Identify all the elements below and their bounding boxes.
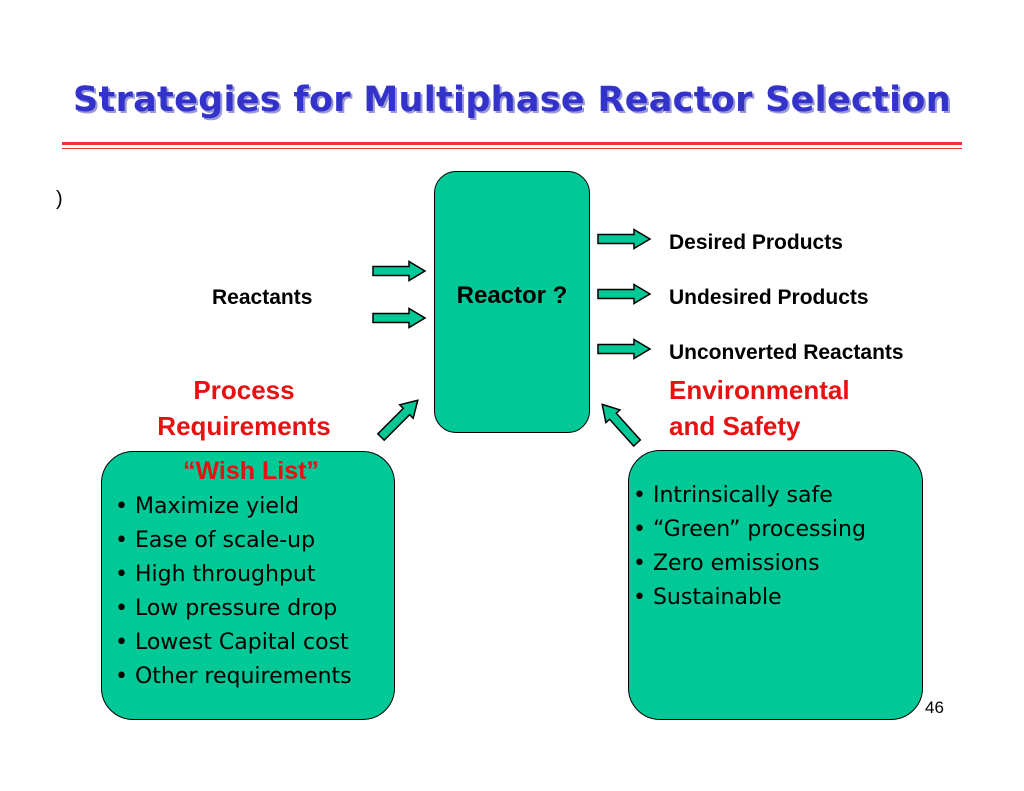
arrow-right-icon — [372, 307, 426, 329]
list-item: • High throughput — [115, 562, 316, 587]
arrow-diagonal-icon — [594, 397, 645, 451]
environment-heading: Environmental and Safety — [669, 372, 850, 444]
reactor-box — [434, 171, 590, 433]
environment-safety-list: • Intrinsically safe • “Green” processin… — [633, 479, 866, 615]
list-item: • Ease of scale-up — [115, 528, 316, 553]
list-item: • Sustainable — [633, 585, 782, 610]
list-item: • “Green” processing — [633, 517, 866, 542]
output-undesired-products: Undesired Products — [669, 286, 869, 309]
environment-heading-line2: and Safety — [669, 411, 801, 441]
output-unconverted-reactants: Unconverted Reactants — [669, 341, 904, 364]
process-requirements-list: • Maximize yield • Ease of scale-up • Hi… — [115, 490, 352, 694]
process-heading: Process Requirements — [134, 372, 354, 444]
reactants-label: Reactants — [212, 286, 313, 309]
arrow-right-icon — [372, 260, 426, 282]
list-item: • Low pressure drop — [115, 596, 338, 621]
arrow-right-icon — [597, 338, 651, 360]
page-number: 46 — [925, 698, 944, 717]
reactor-label: Reactor ? — [456, 282, 568, 309]
process-heading-line1: Process — [193, 375, 295, 405]
arrow-right-icon — [597, 283, 651, 305]
list-item: • Lowest Capital cost — [115, 630, 349, 655]
list-item: • Intrinsically safe — [633, 483, 833, 508]
arrow-right-icon — [597, 228, 651, 250]
arrow-diagonal-icon — [373, 392, 426, 445]
environment-safety-box: • Intrinsically safe • “Green” processin… — [628, 450, 923, 720]
process-heading-line2: Requirements — [157, 411, 331, 441]
list-item: • Maximize yield — [115, 494, 299, 519]
wish-list-title: “Wish List” — [183, 457, 319, 485]
list-item: • Other requirements — [115, 664, 352, 689]
slide-title: Strategies for Multiphase Reactor Select… — [73, 80, 951, 120]
environment-heading-line1: Environmental — [669, 375, 850, 405]
title-rule-thick — [62, 142, 962, 145]
stray-paren: ) — [56, 188, 63, 210]
list-item: • Zero emissions — [633, 551, 820, 576]
process-requirements-box: • Maximize yield • Ease of scale-up • Hi… — [101, 451, 395, 720]
title-rule-thin — [62, 148, 962, 149]
output-desired-products: Desired Products — [669, 231, 843, 254]
